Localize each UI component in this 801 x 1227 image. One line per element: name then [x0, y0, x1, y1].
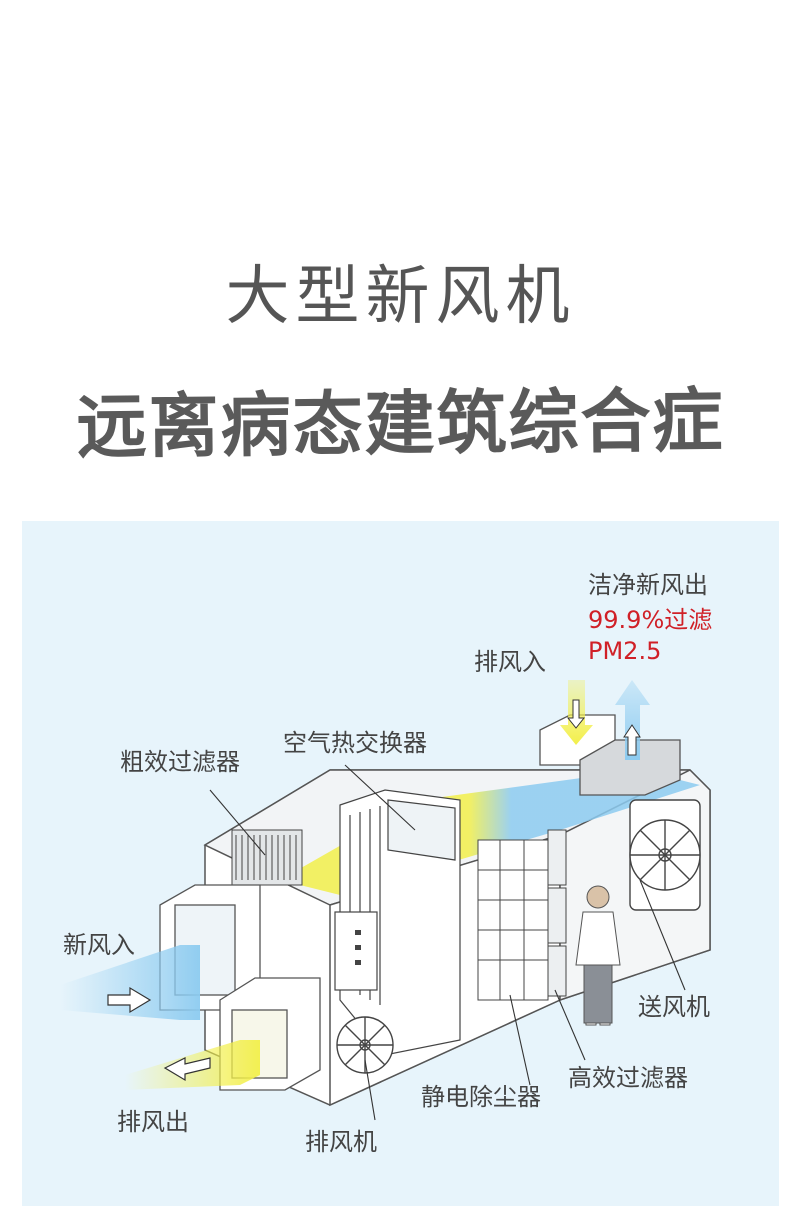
fresh-air-stream — [60, 945, 200, 1020]
page-title: 大型新风机 — [225, 260, 576, 334]
clean-air-up-arrow — [615, 680, 650, 760]
leader-lines — [209, 764, 686, 1121]
person-figure — [575, 885, 621, 1026]
label-exhaust-in: 排风入 — [474, 648, 546, 676]
label-heat-exchanger: 空气热交换器 — [283, 729, 427, 757]
label-coarse-filter: 粗效过滤器 — [120, 748, 240, 776]
exhaust-in-down-arrow — [560, 680, 593, 745]
label-filter-rate: 99.9%过滤 — [588, 606, 713, 634]
label-pm25: PM2.5 — [588, 637, 662, 665]
exhaust-fan-graphic — [336, 1016, 394, 1074]
exhaust-air-arrow — [163, 1057, 211, 1082]
label-high-efficiency-filter: 高效过滤器 — [568, 1064, 688, 1092]
label-electrostatic-precipitator: 静电除尘器 — [421, 1083, 541, 1111]
supply-fan-graphic — [629, 799, 701, 911]
control-panel — [334, 911, 378, 991]
fresh-air-arrow — [107, 986, 152, 1014]
high-efficiency-filter-graphic — [547, 829, 567, 997]
label-fresh-air-in: 新风入 — [63, 931, 135, 959]
label-clean-air-out: 洁净新风出 — [588, 571, 708, 599]
electrostatic-precipitator-graphic — [477, 839, 549, 1001]
label-exhaust-fan: 排风机 — [305, 1128, 377, 1156]
label-supply-fan: 送风机 — [638, 993, 710, 1021]
label-exhaust-out: 排风出 — [117, 1108, 189, 1136]
coarse-filter-graphic — [231, 829, 303, 886]
